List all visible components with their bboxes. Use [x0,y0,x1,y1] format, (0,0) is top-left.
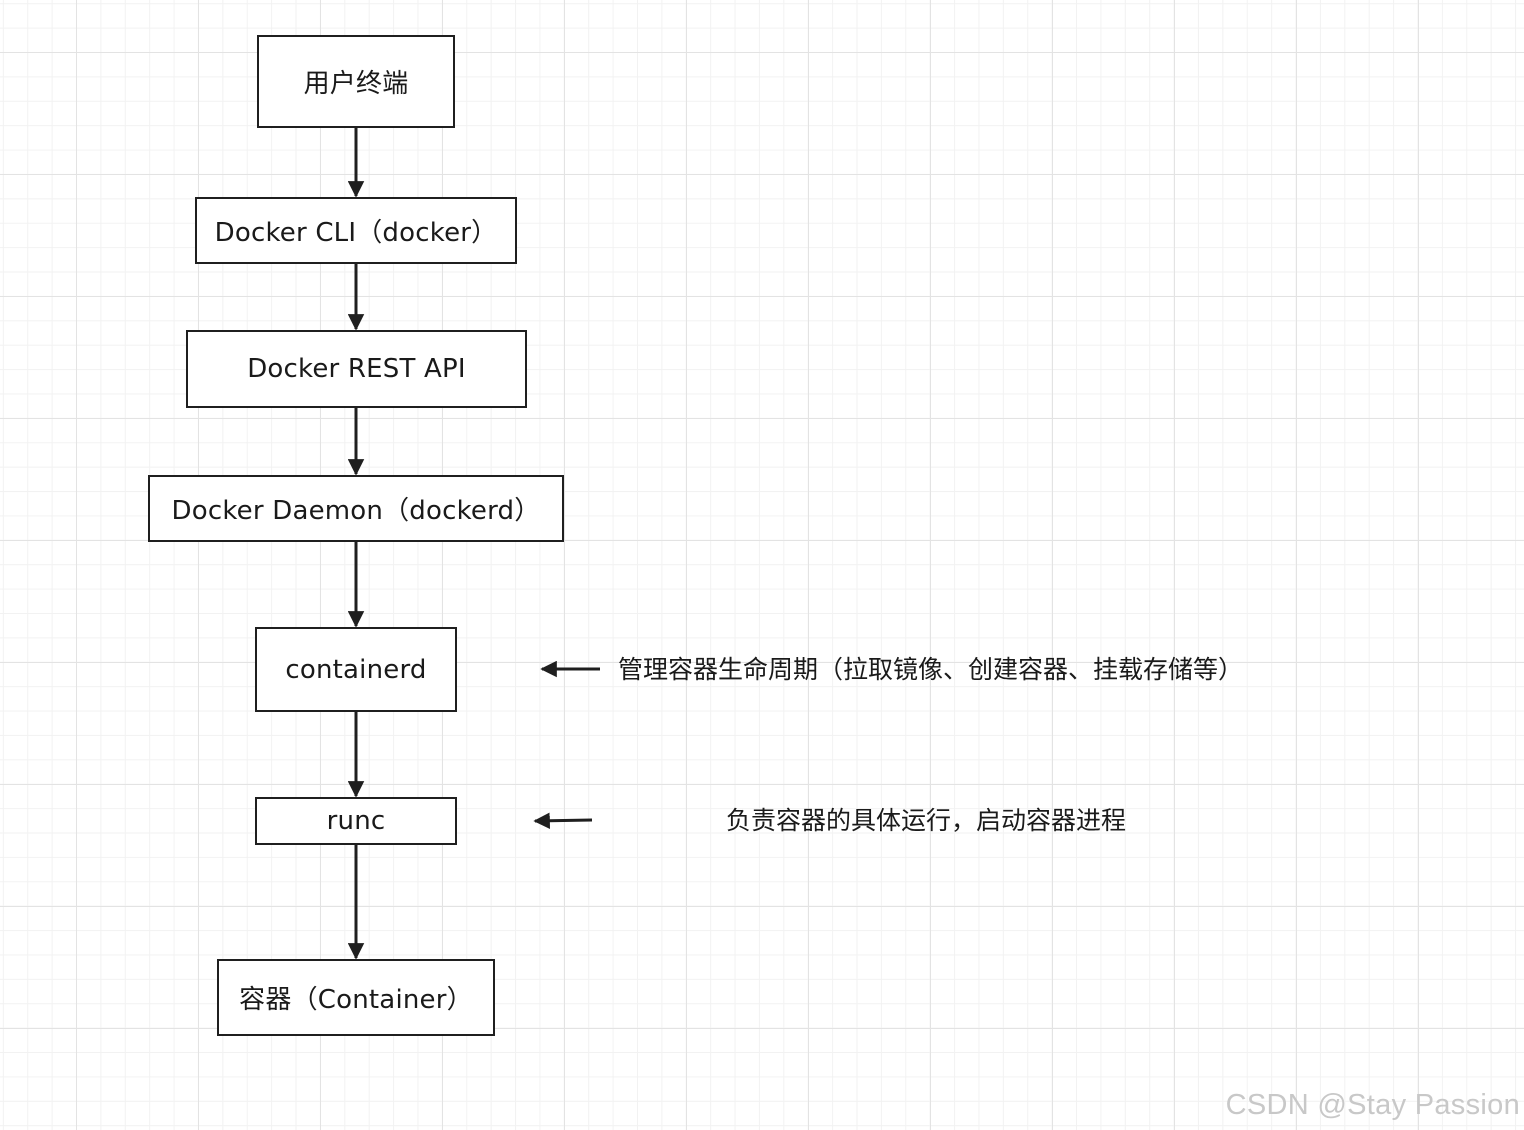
node-containerd[interactable]: containerd [255,627,457,712]
node-runc[interactable]: runc [255,797,457,845]
node-user-terminal[interactable]: 用户终端 [257,35,455,128]
annotation-runc-text: 负责容器的具体运行，启动容器进程 [726,806,1127,835]
annotation-arrow-runc [533,812,593,829]
node-docker-daemon[interactable]: Docker Daemon（dockerd） [148,475,564,542]
node-container[interactable]: 容器（Container） [217,959,495,1036]
node-containerd-label: containerd [285,654,427,685]
node-container-label: 容器（Container） [239,985,473,1015]
node-docker-cli[interactable]: Docker CLI（docker） [195,197,517,264]
node-docker-cli-label: Docker CLI（docker） [214,218,498,248]
node-docker-daemon-label: Docker Daemon（dockerd） [171,496,541,526]
annotation-containerd-text: 管理容器生命周期（拉取镜像、创建容器、挂载存储等） [618,655,1244,684]
watermark: CSDN @Stay Passion [1225,1089,1520,1121]
node-runc-label: runc [326,806,386,836]
node-user-terminal-label: 用户终端 [303,69,409,99]
node-docker-rest-api[interactable]: Docker REST API [186,330,527,408]
node-docker-rest-api-label: Docker REST API [247,354,466,384]
